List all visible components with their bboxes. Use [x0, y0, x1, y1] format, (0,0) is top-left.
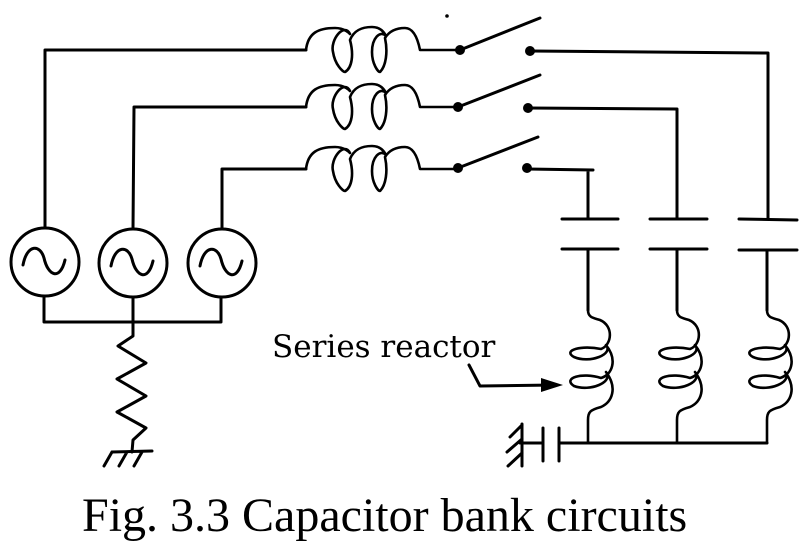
phase-1-feed-wire — [43, 48, 308, 230]
phase-2-output-wire — [526, 106, 679, 221]
line-inductor-3 — [304, 144, 460, 193]
line-inductor-2 — [304, 82, 460, 131]
grounding-resistor — [102, 320, 154, 468]
ac-source-2 — [97, 227, 169, 299]
phase-2-feed-wire — [131, 105, 308, 231]
ac-source-3 — [186, 227, 258, 299]
capacitor-1 — [560, 217, 620, 312]
sine-icon — [21, 246, 67, 276]
ground-hatch-icon — [505, 422, 524, 468]
ac-source-1 — [9, 226, 81, 298]
stray-dot — [445, 14, 449, 18]
grounding-capacitor — [505, 422, 561, 468]
phase-3-output-wire — [525, 167, 595, 220]
ground-hatch-icon — [102, 449, 154, 468]
switch-3 — [453, 135, 540, 173]
switch-1 — [455, 16, 542, 56]
source-neutral-bus — [42, 294, 223, 324]
capacitor-3 — [737, 217, 799, 312]
phase-1-output-wire — [528, 49, 770, 221]
annotation-arrow — [467, 363, 557, 388]
line-inductor-1 — [304, 25, 462, 74]
series-reactor-2 — [658, 308, 703, 445]
sine-icon — [198, 247, 244, 277]
series-reactor-3 — [748, 308, 793, 445]
phase-3-feed-wire — [220, 167, 308, 231]
sine-icon — [109, 247, 155, 277]
arrow-head-icon — [541, 378, 563, 392]
figure-caption: Fig. 3.3 Capacitor bank circuits — [82, 489, 687, 542]
series-reactor-1 — [569, 308, 614, 445]
capacitor-2 — [648, 217, 709, 312]
series-reactor-label: Series reactor — [272, 329, 496, 365]
